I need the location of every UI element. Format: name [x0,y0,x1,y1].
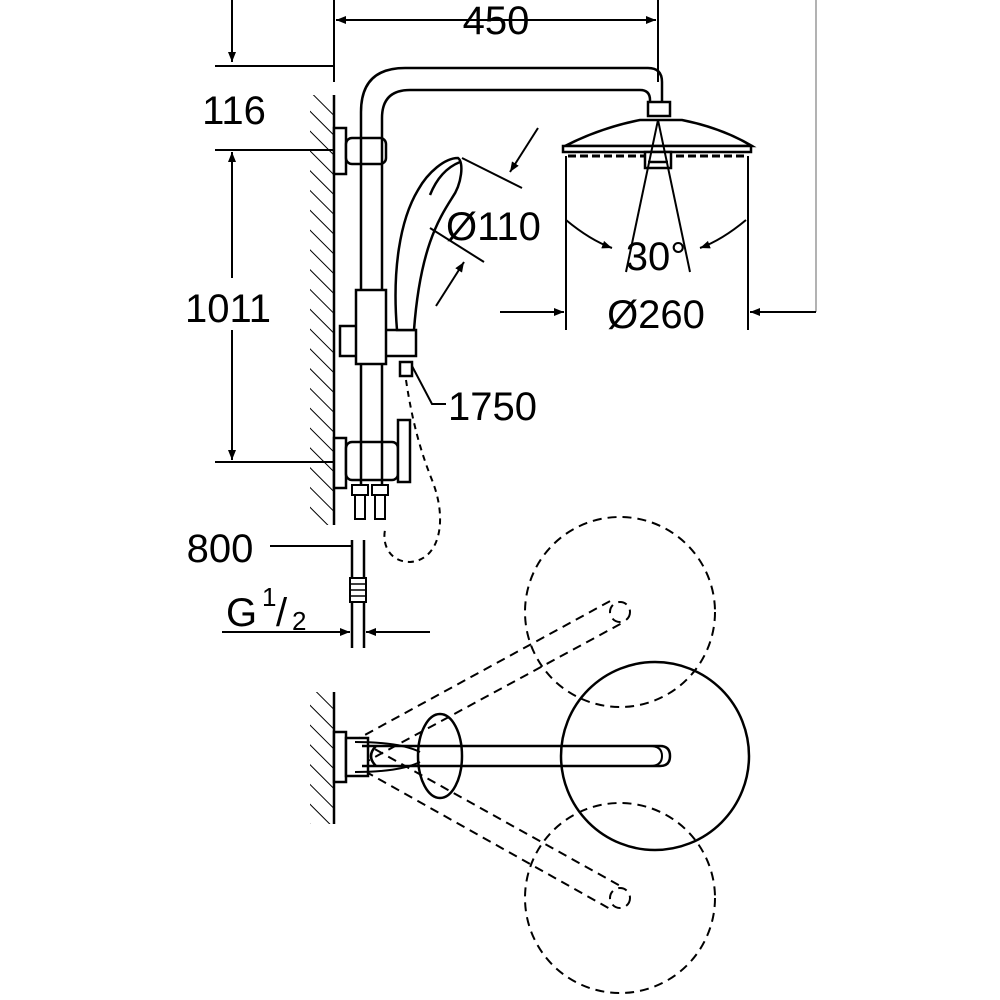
thread-numerator: 1 [262,582,276,612]
swivel-range-top [351,516,716,765]
thread-denominator: 2 [292,606,306,636]
dim-thread-size: G 1 / 2 [226,582,306,636]
plan-view [310,516,751,994]
plan-mount-block [344,736,370,778]
swivel-range-bottom [351,741,716,994]
hand-shower-plan [416,712,464,800]
thread-prefix: G [226,591,257,635]
dim-top-offset: 116 [202,89,266,133]
dim-head-diameter: Ø260 [607,293,705,337]
hand-shower [394,156,463,378]
shower-hose [383,379,442,564]
dim-arm-length: 450 [463,0,530,43]
upper-wall-bracket [332,126,388,176]
lower-wall-bracket [332,436,400,490]
dim-rail-height: 1011 [185,287,271,331]
dim-hose-length: 1750 [448,385,537,429]
mixer-valve [396,418,412,484]
supply-pipe [349,540,367,648]
thread-slash: / [276,591,288,635]
plan-shower-head [559,660,751,852]
dim-supply-length: 800 [187,527,254,571]
supply-connectors [351,484,389,520]
dim-handshower-diameter: Ø110 [446,205,541,249]
wall-lower [310,692,336,824]
shower-head [561,100,757,170]
wall-upper [310,95,336,525]
plan-shower-arm [354,741,672,773]
plan-wall-plate [332,730,348,784]
dim-head-angle: 30° [626,235,687,279]
dimension-lines [215,0,817,636]
riser-pipe [359,66,664,505]
slider-holder [338,288,418,366]
side-elevation [310,66,757,648]
